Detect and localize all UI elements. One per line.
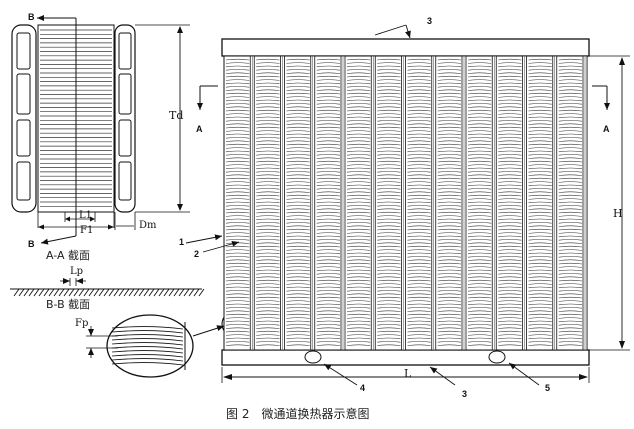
section-bb-louvers: [13, 288, 205, 297]
figure-caption: 图 2 微通道换热器示意图: [226, 406, 369, 421]
section-aa-view: B B Td L1 F1 Dm A-A 截面: [11, 12, 190, 262]
inlet-port: [304, 350, 322, 364]
section-aa-title: A-A 截面: [46, 248, 90, 262]
callout-1: 1: [179, 237, 184, 247]
cut-marker-a-left: A: [196, 124, 203, 134]
callout-5: 5: [545, 383, 550, 393]
dim-l1-label: L1: [79, 210, 92, 221]
dim-fp-label: Fp: [75, 318, 88, 329]
main-view: A A H L 3 1 2 4 3 5: [179, 16, 630, 399]
cut-marker-a-right: A: [603, 124, 610, 134]
callout-4: 4: [360, 383, 365, 393]
dim-lp-label: Lp: [70, 266, 83, 277]
dim-f1-label: F1: [80, 225, 93, 236]
callout-3-top: 3: [427, 16, 432, 26]
callout-2: 2: [194, 249, 199, 259]
fin-detail-ellipse: [106, 314, 194, 378]
section-aa-right-ports: [118, 32, 132, 201]
fin-detail-view: Fp: [75, 309, 257, 378]
callout-3-bottom: 3: [462, 389, 467, 399]
core-fins-and-tubes: [225, 55, 588, 351]
section-bb-title: B-B 截面: [46, 297, 90, 311]
dim-dm-label: Dm: [139, 220, 157, 231]
fin-detail-waves: [111, 326, 184, 366]
header-bottom: [221, 349, 590, 366]
dim-l-label: L: [404, 367, 412, 380]
header-top: [221, 38, 590, 57]
section-bb-view: Lp B-B 截面: [10, 266, 205, 311]
section-aa-left-ports: [16, 32, 31, 201]
dim-h-label: H: [613, 207, 623, 220]
dim-td-label: Td: [169, 109, 183, 122]
cut-marker-b-top: B: [28, 12, 35, 22]
outlet-port: [488, 350, 506, 364]
cut-marker-b-bottom: B: [28, 239, 35, 249]
